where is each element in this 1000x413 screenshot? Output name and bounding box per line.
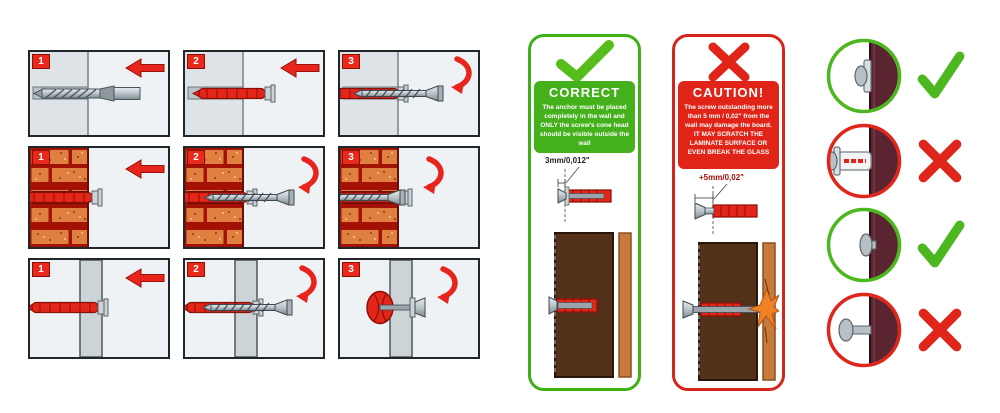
step-number-badge: 3 bbox=[342, 262, 360, 277]
caution-depth-diagram bbox=[694, 184, 758, 236]
step-number-badge: 1 bbox=[32, 54, 50, 69]
crack-burst-icon bbox=[747, 287, 779, 330]
insert-anchor-illustration bbox=[185, 52, 323, 135]
step-panel-brick-3: 3 bbox=[338, 146, 480, 249]
caution-dimension-label: +5mm/0,02" bbox=[699, 173, 744, 182]
anchor-flush-illustration bbox=[826, 38, 902, 114]
result-example-screw-protruding bbox=[824, 290, 996, 370]
step-panel-solid-2: 2 bbox=[183, 50, 325, 137]
step-number-badge: 1 bbox=[32, 262, 50, 277]
screw-in-hollow-illustration bbox=[185, 260, 323, 357]
step-panel-hollow-2: 2 bbox=[183, 258, 325, 359]
screw-in-brick-illustration bbox=[185, 148, 323, 247]
caution-banner: CAUTION! The screw outstanding more than… bbox=[672, 34, 785, 391]
step-number-badge: 3 bbox=[342, 150, 360, 165]
check-icon bbox=[917, 220, 965, 268]
screw-flush-brick-illustration bbox=[340, 148, 478, 247]
caution-text-block: CAUTION! The screw outstanding more than… bbox=[678, 81, 779, 169]
caution-description: The screw outstanding more than 5 mm / 0… bbox=[684, 104, 773, 157]
correct-title: CORRECT bbox=[548, 85, 621, 100]
correct-depth-diagram bbox=[557, 167, 612, 223]
caution-board-diagram bbox=[682, 242, 779, 381]
step-panel-hollow-3: 3 bbox=[338, 258, 480, 359]
insert-anchor-brick-illustration bbox=[30, 148, 168, 247]
correct-dimension-label: 3mm/0,012" bbox=[545, 156, 590, 165]
result-example-screw-flush bbox=[824, 205, 996, 285]
step-number-badge: 3 bbox=[342, 54, 360, 69]
check-icon bbox=[555, 40, 614, 82]
caution-title: CAUTION! bbox=[692, 85, 765, 100]
screw-in-illustration bbox=[340, 52, 478, 135]
step-panel-brick-2: 2 bbox=[183, 146, 325, 249]
step-number-badge: 2 bbox=[187, 262, 205, 277]
insert-anchor-hollow-illustration bbox=[30, 260, 168, 357]
cross-icon bbox=[918, 308, 962, 352]
step-panel-solid-3: 3 bbox=[338, 50, 480, 137]
screw-flush-illustration bbox=[826, 207, 902, 283]
step-number-badge: 1 bbox=[32, 150, 50, 165]
result-example-anchor-protruding bbox=[824, 121, 996, 201]
step-number-badge: 2 bbox=[187, 54, 205, 69]
cross-icon bbox=[918, 139, 962, 183]
step-number-badge: 2 bbox=[187, 150, 205, 165]
screw-protruding-illustration bbox=[826, 292, 902, 368]
anchor-protruding-illustration bbox=[826, 123, 902, 199]
anchor-knotted-illustration bbox=[340, 260, 478, 357]
correct-text-block: CORRECT The anchor must be placed comple… bbox=[534, 81, 635, 153]
correct-banner: CORRECT The anchor must be placed comple… bbox=[528, 34, 641, 391]
correct-board-diagram bbox=[548, 232, 632, 378]
drill-hole-illustration bbox=[30, 52, 168, 135]
step-panel-hollow-1: 1 bbox=[28, 258, 170, 359]
result-example-anchor-flush bbox=[824, 36, 996, 116]
step-panel-brick-1: 1 bbox=[28, 146, 170, 249]
step-panel-solid-1: 1 bbox=[28, 50, 170, 137]
cross-icon bbox=[708, 42, 749, 82]
check-icon bbox=[917, 51, 965, 99]
correct-description: The anchor must be placed completely in … bbox=[539, 104, 630, 148]
